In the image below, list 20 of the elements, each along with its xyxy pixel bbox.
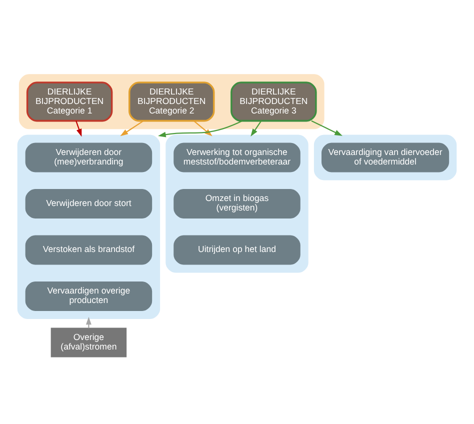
arrow xyxy=(311,120,342,136)
node-box: Omzet in biogas (vergisten) xyxy=(174,188,300,218)
cluster xyxy=(166,134,308,272)
cluster xyxy=(17,134,160,318)
node-box: Vervaardigen overige producten xyxy=(25,280,152,310)
arrow xyxy=(250,120,262,136)
node-box: Verwerking tot organische meststof/bodemverbeteraar xyxy=(174,142,300,172)
arrow xyxy=(86,316,92,328)
cluster xyxy=(314,134,457,180)
node-box: Vervaardiging van diervoeder of voedermiddel xyxy=(322,142,450,172)
node-box: Verwijderen door stort xyxy=(25,188,152,218)
node-box: Overige (afval)stromen xyxy=(50,327,127,357)
arrow xyxy=(120,120,144,136)
node-box: Verstoken als brandstof xyxy=(25,234,152,264)
node-box: DIERLIJKE BIJPRODUCTEN Categorie 3 xyxy=(230,81,317,122)
arrow xyxy=(76,120,82,136)
node-box: DIERLIJKE BIJPRODUCTEN Categorie 1 xyxy=(26,81,113,122)
node-box: Uitrijden op het land xyxy=(174,234,300,264)
node-box: DIERLIJKE BIJPRODUCTEN Categorie 2 xyxy=(128,81,215,122)
node-box: Verwijderen door (mee)verbranding xyxy=(25,142,152,172)
